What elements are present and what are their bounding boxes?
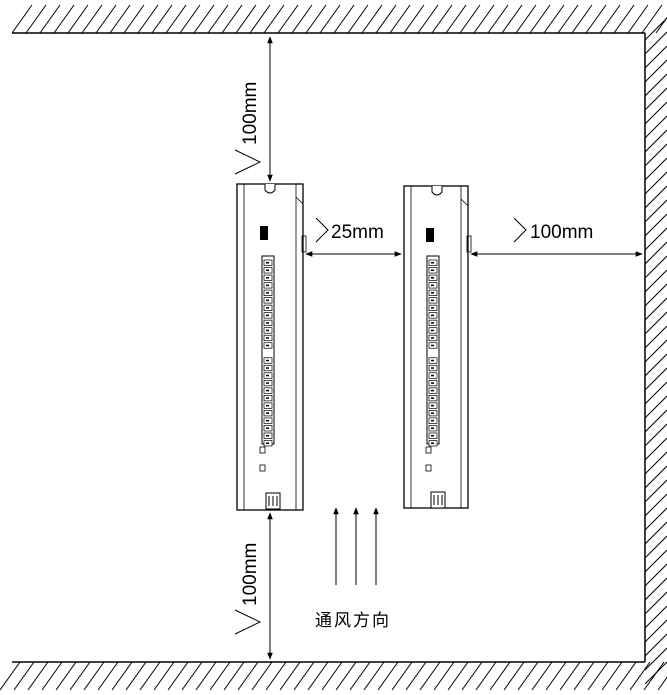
bottom-clearance-label: 100mm [240,543,261,606]
airflow-arrows [333,507,379,585]
right-clearance-label: 100mm [530,222,593,243]
side-gap-dimension: 25mm [305,217,402,257]
top-clearance-label: 100mm [240,82,261,145]
side-gap-label: 25mm [331,222,384,243]
top-clearance-dimension: 100mm [234,36,273,182]
bottom-wall [0,661,667,691]
right-wall [644,17,667,685]
display-window-left [260,226,268,240]
terminal-block-left [261,255,275,447]
drive-unit-left [236,183,307,511]
airflow-label: 通风方向 [315,611,391,631]
top-wall [11,4,667,34]
drive-unit-right [403,185,472,509]
terminal-block-right [426,255,440,447]
display-window-right [426,228,434,242]
right-clearance-dimension: 100mm [470,217,643,257]
bottom-clearance-dimension: 100mm [234,512,273,660]
